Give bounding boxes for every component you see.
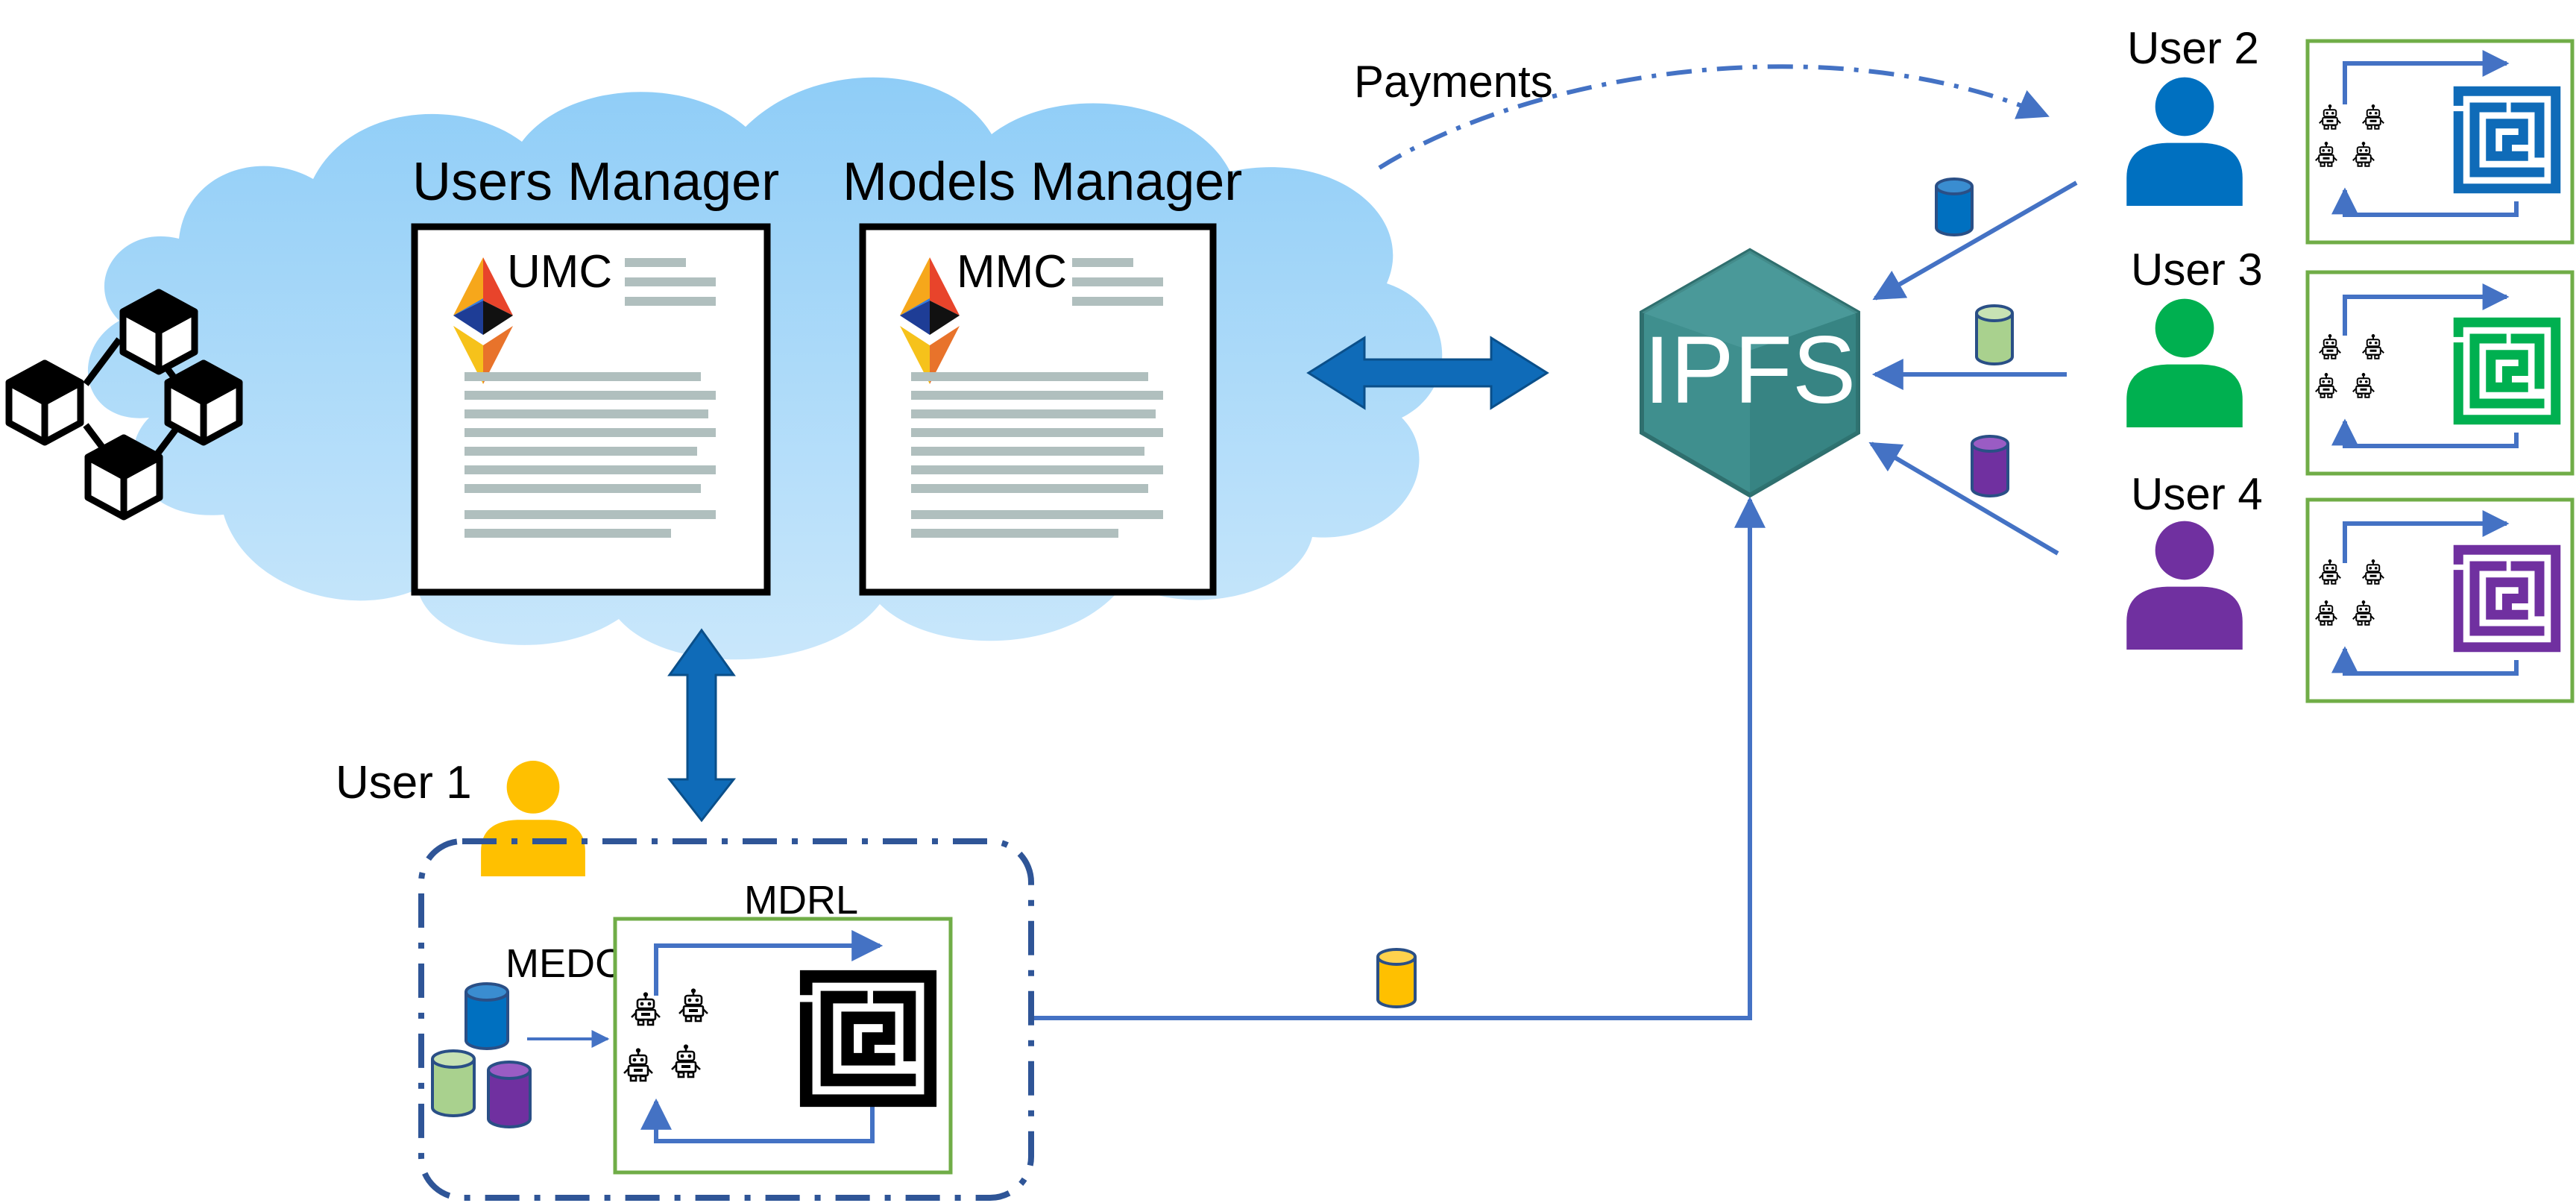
user4-label: User 4 <box>2131 469 2263 519</box>
user1-mdrl-panel <box>613 917 953 1175</box>
cloud-ipfs-double-arrow <box>1306 336 1549 410</box>
mdrl-label: MDRL <box>744 878 858 923</box>
umc-label: UMC <box>507 246 612 298</box>
database-cylinder-icon <box>1971 435 2009 497</box>
ipfs-label: IPFS <box>1644 317 1857 424</box>
mmc-text-lines <box>911 258 1163 538</box>
database-cylinder-icon <box>1975 304 2014 365</box>
medc-label: MEDC <box>506 941 624 986</box>
user1-to-ipfs-arrow <box>1033 496 1766 1020</box>
user-icon <box>2126 521 2243 650</box>
database-cylinder-icon <box>431 1049 476 1117</box>
payments-arrow <box>1378 64 2050 170</box>
database-cylinder-icon <box>465 982 509 1050</box>
blockchain-icon <box>5 289 243 521</box>
user-icon <box>2126 77 2243 206</box>
models-manager-title: Models Manager <box>843 152 1242 212</box>
mmc-label: MMC <box>957 246 1067 298</box>
user-icon <box>2126 298 2243 427</box>
ethereum-icon <box>900 257 960 384</box>
ipfs-hexagon-icon: IPFS <box>1640 248 1860 498</box>
database-cylinder-icon <box>487 1061 532 1128</box>
database-cylinder-icon <box>1376 948 1417 1008</box>
user4-to-ipfs-arrow <box>1868 442 2059 556</box>
user2-label: User 2 <box>2127 23 2259 73</box>
user2-mdrl-panel <box>2305 39 2575 245</box>
user3-mdrl-panel <box>2305 270 2575 476</box>
users-manager-contract: UMC <box>411 223 771 596</box>
user1-container <box>418 838 1034 1201</box>
user-icon <box>481 761 585 876</box>
user2-to-ipfs-arrow <box>1872 180 2078 301</box>
payments-label: Payments <box>1354 57 1553 107</box>
database-cylinder-icon <box>1935 178 1974 236</box>
cloud-user1-double-arrow <box>667 628 737 823</box>
user4-mdrl-panel <box>2305 497 2575 703</box>
ethereum-icon <box>453 257 513 384</box>
users-manager-title: Users Manager <box>412 152 779 212</box>
user3-label: User 3 <box>2131 245 2263 295</box>
models-manager-contract: MMC <box>859 223 1217 596</box>
umc-text-lines <box>465 258 716 538</box>
user1-label: User 1 <box>336 757 472 808</box>
